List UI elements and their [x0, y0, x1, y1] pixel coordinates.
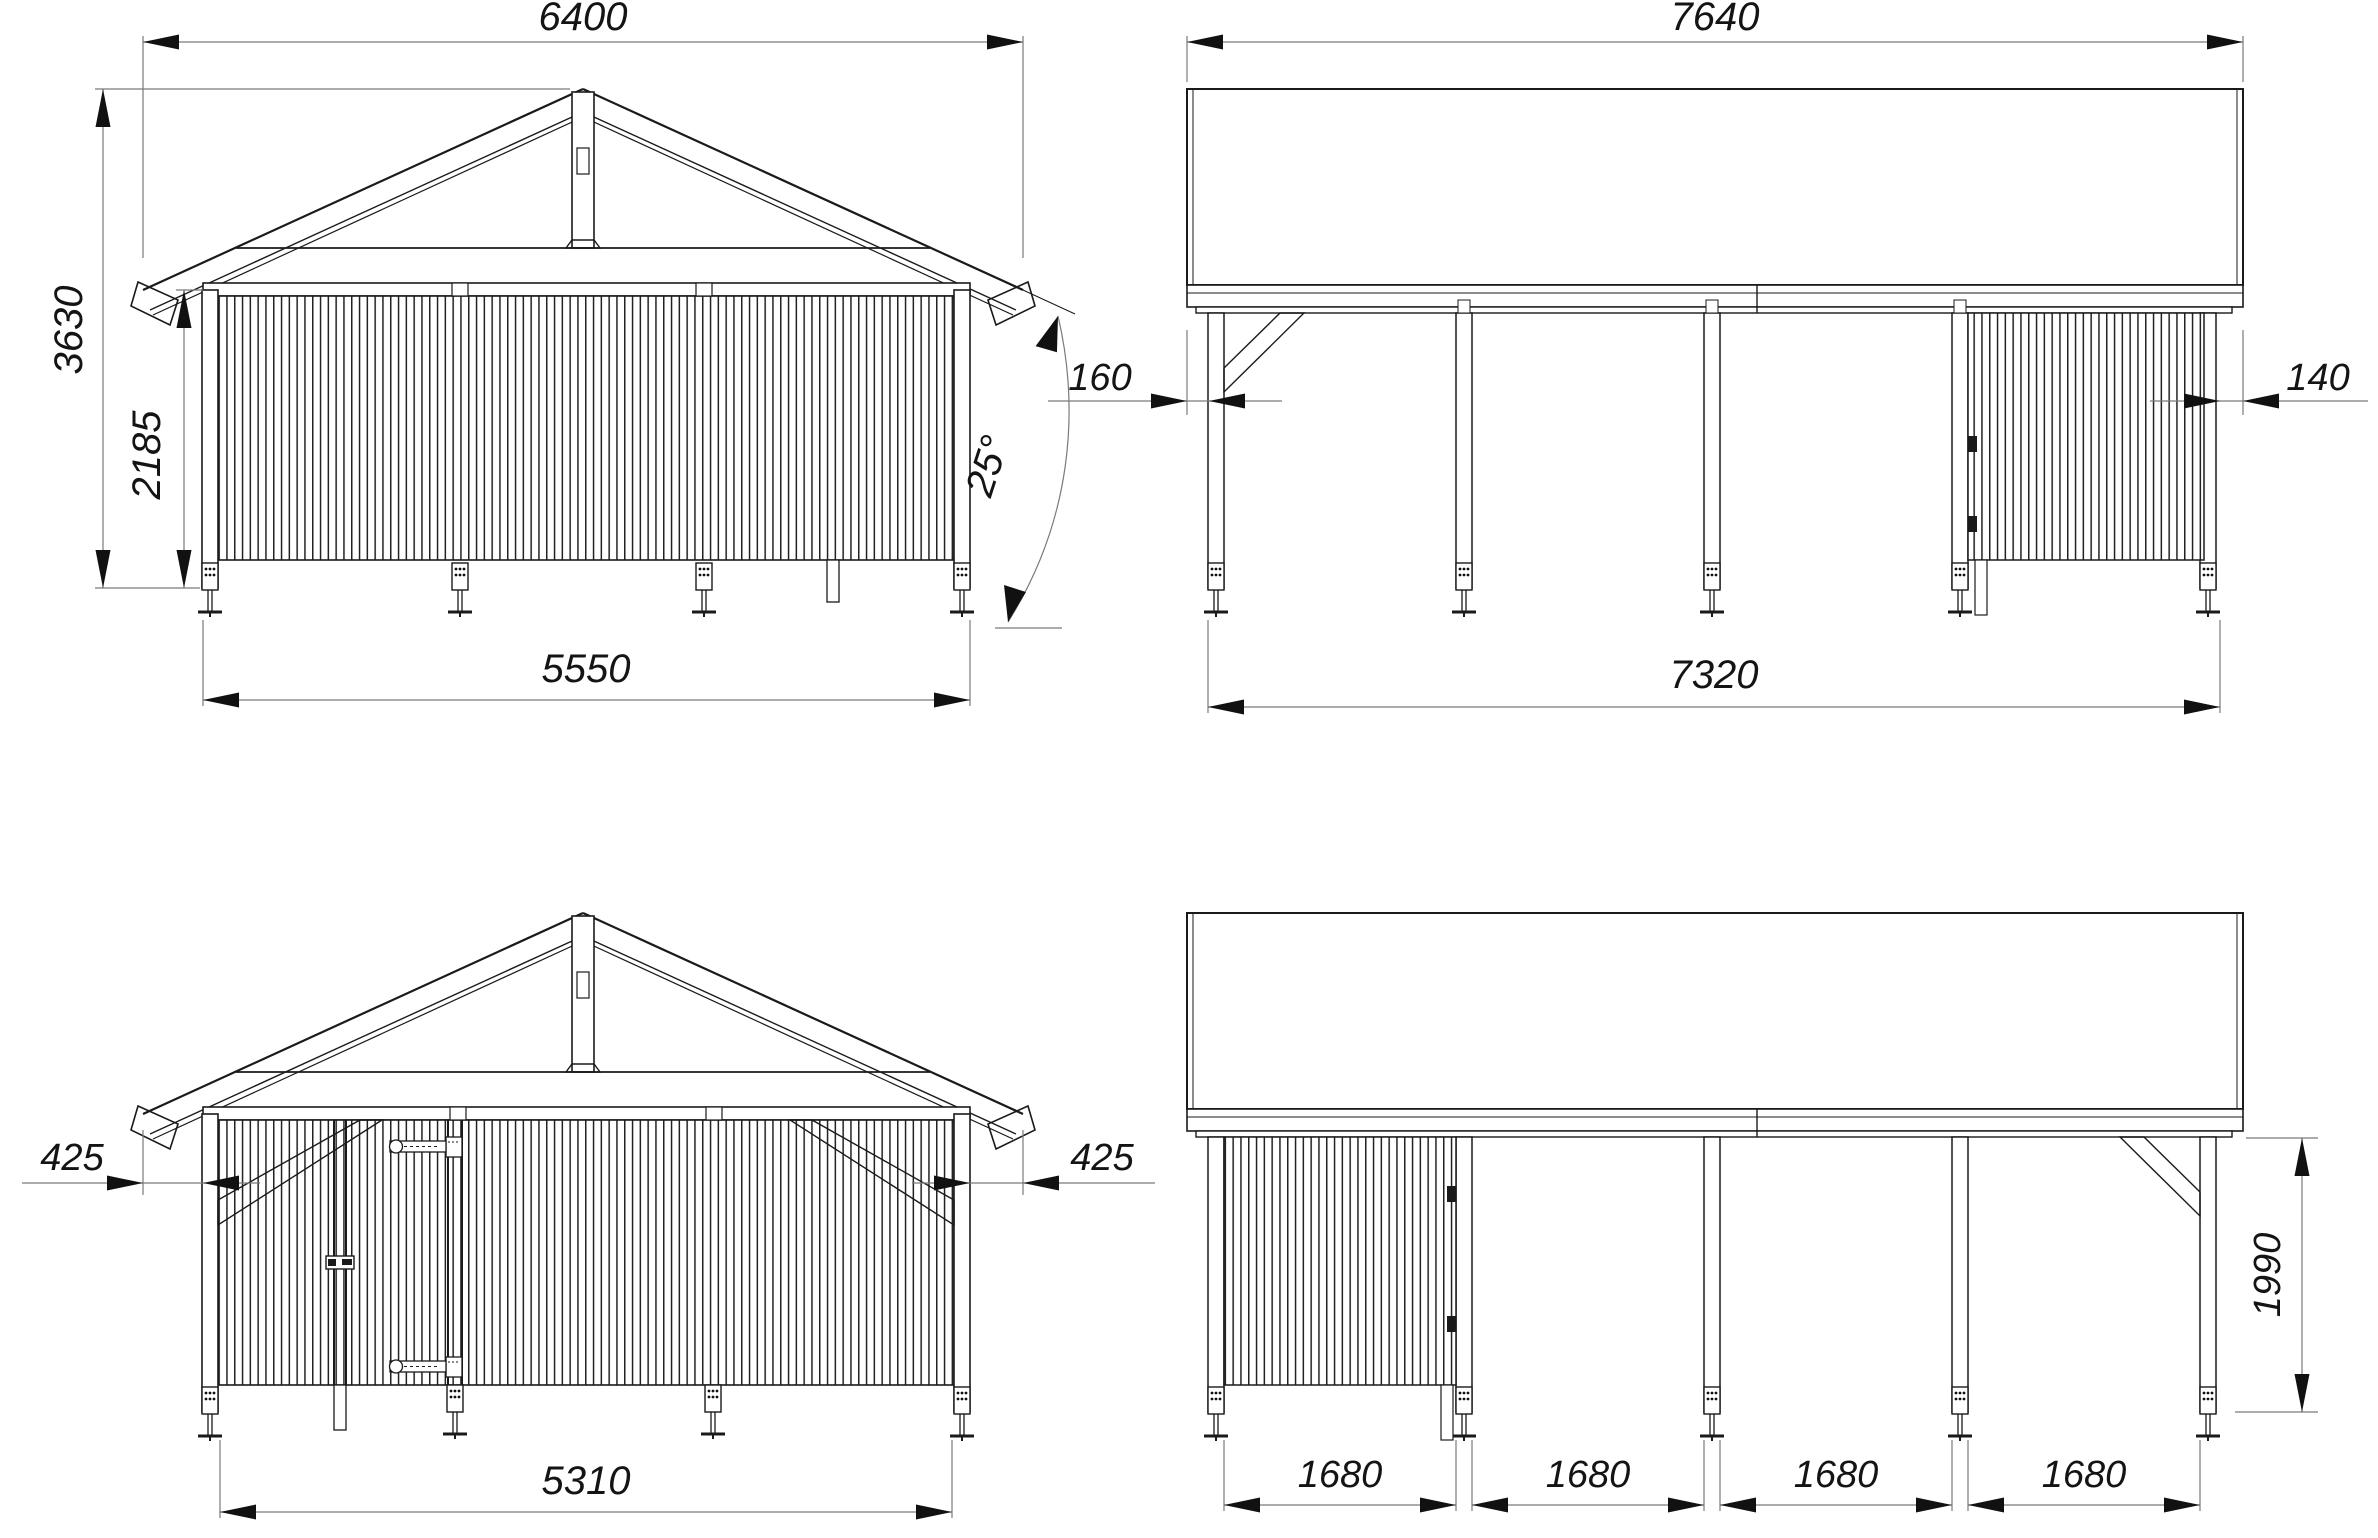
dim-side-lower-bay-2: 1680 [1546, 1454, 1631, 1496]
front-wall [201, 282, 971, 589]
rear-wall [201, 1106, 971, 1413]
rear-brace-left [217, 1119, 385, 1227]
dim-side-lower-bay-3: 1680 [1794, 1454, 1879, 1496]
side-lower-post-anchors [1202, 1384, 2222, 1443]
dim-front-total-height: 3630 [47, 286, 91, 375]
side-lower-door-hinge [1447, 1186, 1456, 1202]
rear-brace-right [787, 1119, 955, 1227]
dim-front-roof-width: 6400 [539, 0, 628, 39]
front-roof [130, 87, 1076, 327]
rear-dimensions: 425 425 5310 [22, 1130, 1155, 1520]
front-post-anchors [196, 559, 976, 619]
front-dimensions: 6400 3630 2185 5550 25° [47, 0, 1070, 708]
front-gable-view: 6400 3630 2185 5550 25° [47, 0, 1076, 708]
side-upper-roof [1186, 88, 2244, 314]
dim-front-base-width: 5550 [542, 647, 631, 691]
dim-side-upper-post-span: 7320 [1670, 653, 1759, 697]
side-lower-door-hinge [1447, 1316, 1456, 1332]
front-king-post [564, 91, 602, 249]
side-lower-brace [2118, 1136, 2201, 1218]
rear-king-post [564, 915, 602, 1073]
dim-rear-eave-left: 425 [40, 1137, 104, 1179]
side-upper-door-hinge [1968, 436, 1977, 452]
side-upper-post-anchors [1202, 559, 2222, 619]
dim-side-lower-bay-1: 1680 [1298, 1454, 1383, 1496]
side-lower-dimensions: 1990 1680 1680 1680 1680 [1223, 1137, 2318, 1513]
side-lower-view: 1990 1680 1680 1680 1680 [1186, 912, 2318, 1513]
side-upper-posts [1207, 299, 2217, 589]
rear-gable-view: 425 425 5310 [22, 911, 1155, 1520]
dim-side-lower-post-height: 1990 [2247, 1233, 2289, 1318]
side-lower-wall [1223, 1136, 1457, 1386]
dim-side-upper-eave-right: 140 [2286, 357, 2349, 399]
rear-post-anchors [196, 1383, 976, 1443]
rear-door [325, 1120, 463, 1385]
dim-front-wall-height: 2185 [125, 410, 169, 501]
side-upper-dimensions: 7640 160 140 7320 [1048, 0, 2368, 715]
side-upper-door-hinge [1968, 516, 1977, 532]
side-upper-brace [1223, 312, 1306, 394]
side-upper-wall [1967, 312, 2205, 561]
side-lower-roof [1186, 912, 2244, 1138]
dim-rear-eave-right: 425 [1070, 1137, 1134, 1179]
rear-door-handle [325, 1255, 355, 1270]
rear-roof [130, 911, 1036, 1151]
dim-side-upper-eave-left: 160 [1068, 357, 1131, 399]
side-upper-view: 7640 160 140 7320 [1048, 0, 2368, 715]
dim-side-upper-roof-length: 7640 [1671, 0, 1760, 39]
dim-side-lower-bay-4: 1680 [2042, 1454, 2127, 1496]
dim-rear-base-width: 5310 [542, 1459, 631, 1503]
